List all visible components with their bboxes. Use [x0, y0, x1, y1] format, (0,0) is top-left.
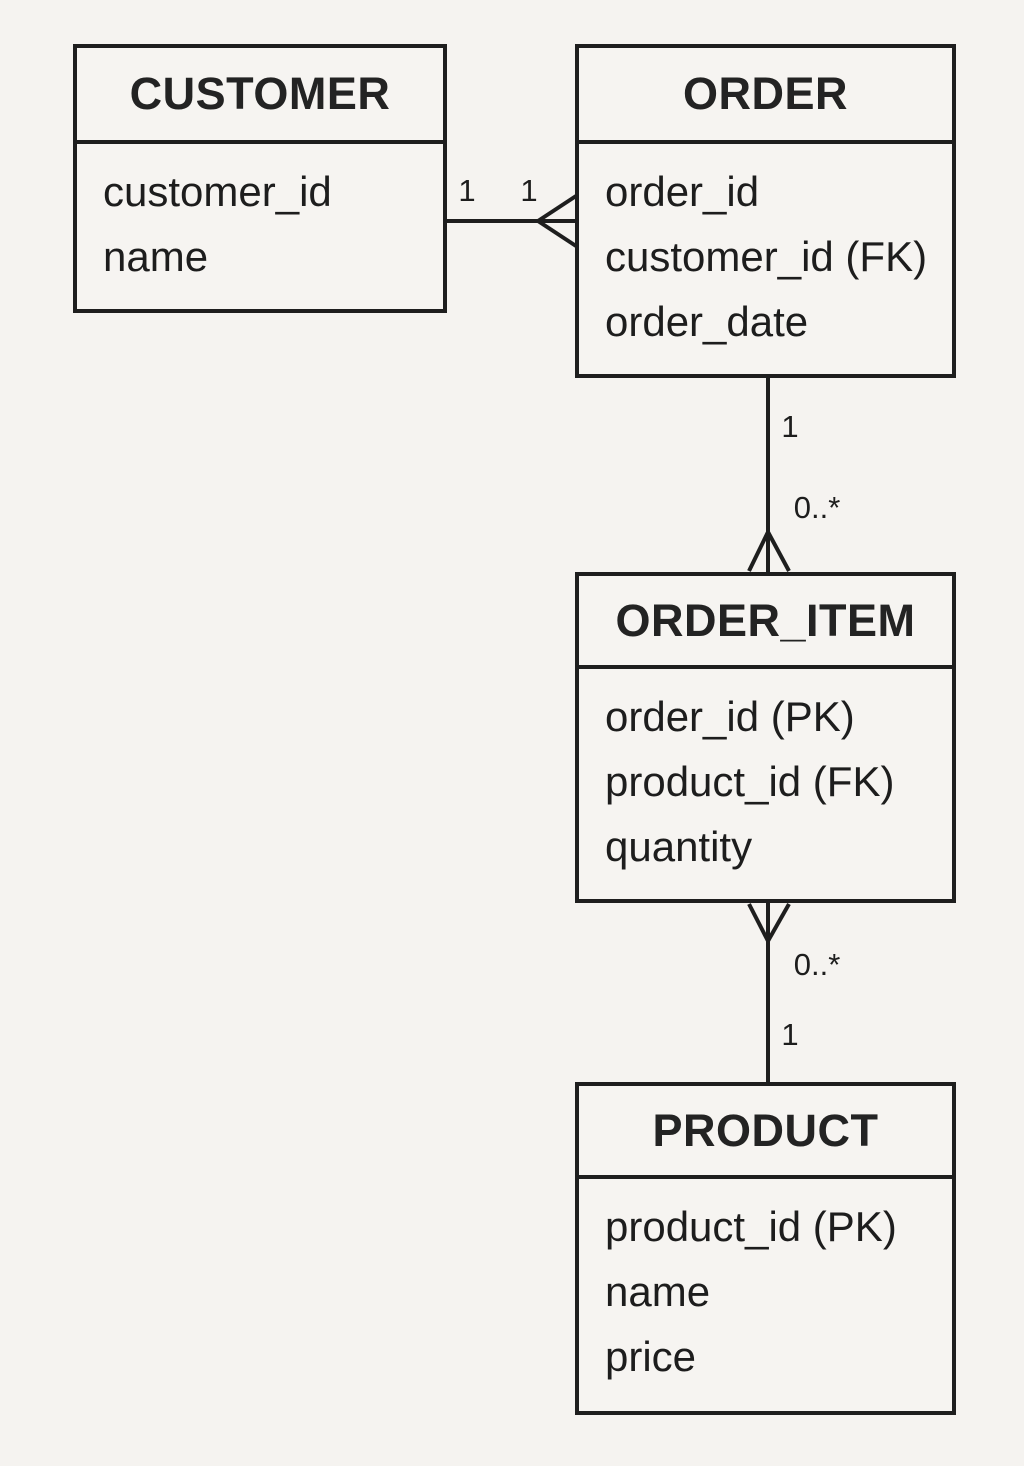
attribute-order-id-pk: order_id (PK) — [605, 693, 855, 740]
entity-order: ORDER order_id customer_id (FK) order_da… — [575, 44, 956, 378]
entity-customer-attributes: customer_id name — [77, 144, 443, 289]
attribute-product-id-pk: product_id (PK) — [605, 1203, 897, 1250]
order-orderitem-crow-foot-icon — [747, 531, 770, 572]
entity-order-item-attributes: order_id (PK) product_id (FK) quantity — [579, 669, 952, 879]
entity-customer: CUSTOMER customer_id name — [73, 44, 447, 313]
cardinality-customer-side: 1 — [458, 173, 476, 208]
attribute-customer-id: customer_id — [103, 168, 332, 215]
entity-order-attributes: order_id customer_id (FK) order_date — [579, 144, 952, 354]
attribute-product-id-fk: product_id (FK) — [605, 758, 895, 805]
attribute-order-id: order_id — [605, 168, 760, 215]
entity-customer-title: CUSTOMER — [77, 48, 443, 144]
orderitem-product-crow-foot-icon — [747, 903, 770, 942]
entity-product: PRODUCT product_id (PK) name price — [575, 1082, 956, 1415]
attribute-name: name — [605, 1268, 711, 1315]
customer-order-crow-foot-icon — [536, 194, 578, 223]
entity-order-item: ORDER_ITEM order_id (PK) product_id (FK)… — [575, 572, 956, 903]
cardinality-order-side: 1 — [520, 173, 538, 208]
cardinality-order-side: 1 — [781, 409, 799, 444]
cardinality-order-item-side: 0..* — [793, 947, 841, 982]
entity-product-title: PRODUCT — [579, 1086, 952, 1179]
attribute-quantity: quantity — [605, 823, 753, 870]
entity-order-item-title: ORDER_ITEM — [579, 576, 952, 669]
orderitem-product-crow-foot-icon — [766, 903, 791, 942]
customer-order-crow-foot-icon — [536, 219, 578, 248]
cardinality-order-item-side: 0..* — [793, 490, 841, 525]
attribute-name: name — [103, 233, 209, 280]
entity-product-attributes: product_id (PK) name price — [579, 1179, 952, 1389]
entity-order-title: ORDER — [579, 48, 952, 144]
attribute-customer-id-fk: customer_id (FK) — [605, 233, 928, 280]
order-orderitem-crow-foot-icon — [766, 531, 791, 572]
attribute-price: price — [605, 1333, 697, 1380]
attribute-order-date: order_date — [605, 298, 809, 345]
cardinality-product-side: 1 — [781, 1017, 799, 1052]
